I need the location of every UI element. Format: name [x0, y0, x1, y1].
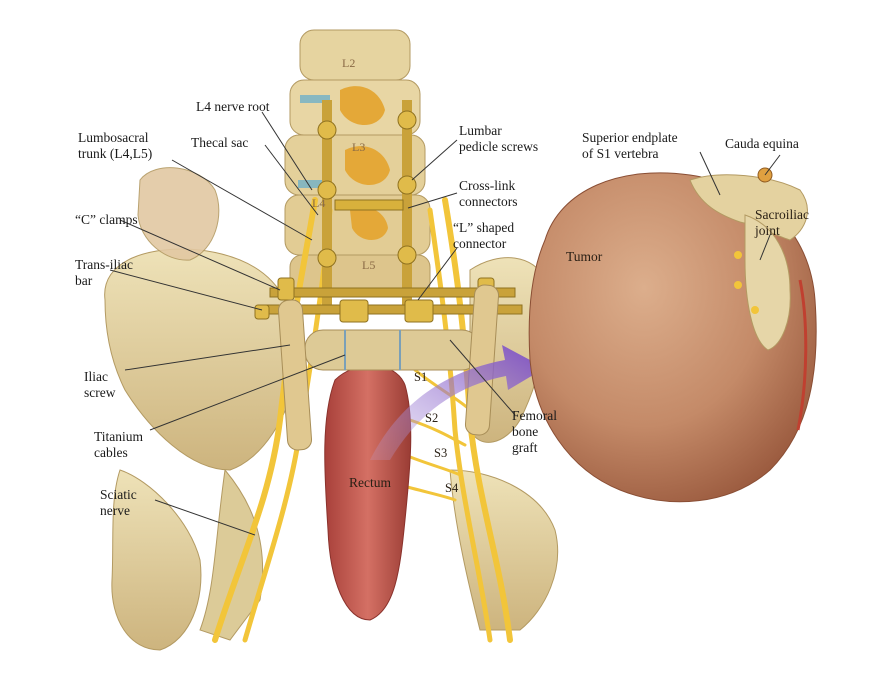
- l4-nerve-root-label: L4 nerve root: [196, 99, 270, 114]
- instrumentation: [254, 100, 523, 323]
- iliac-screw-label-line2: screw: [84, 385, 116, 400]
- rectum: [324, 365, 412, 621]
- lumbar-spine: [284, 29, 431, 296]
- s2-label: S2: [425, 411, 439, 425]
- lumbar-pedicle-screws-label-line2: pedicle screws: [459, 139, 539, 154]
- left-ilium: [104, 167, 301, 651]
- tumor-label: Tumor: [566, 249, 603, 264]
- femoral-bone-graft: [277, 284, 500, 451]
- sacroiliac-joint-label-line2: joint: [755, 223, 780, 238]
- leader-lines: [109, 111, 781, 536]
- femoral-bone-graft-label-line1: Femoral: [512, 408, 557, 423]
- tumor-specimen: [528, 167, 817, 503]
- sciatic-nerve-label-line1: Sciatic: [100, 487, 137, 502]
- s3-label: S3: [434, 446, 448, 460]
- l-shaped-connector-label-line2: connector: [453, 236, 507, 251]
- lumbar-pedicle-screws-label-line1: Lumbar: [459, 123, 502, 138]
- vertebra-l4-label: L4: [312, 196, 326, 210]
- sacroiliac-joint-label-line1: Sacroiliac: [755, 207, 809, 222]
- rectum-label: Rectum: [349, 475, 391, 490]
- cauda-equina-label: Cauda equina: [725, 136, 799, 151]
- superior-endplate-label-line1: Superior endplate: [582, 130, 678, 145]
- vertebra-l5-label: L5: [362, 258, 376, 272]
- cross-link-connectors-label-line2: connectors: [459, 194, 518, 209]
- titanium-cables-label-line1: Titanium: [94, 429, 144, 444]
- lumbosacral-trunk-label-line2: trunk (L4,L5): [78, 146, 153, 161]
- vertebra-l2-label: L2: [342, 56, 356, 70]
- s4-label: S4: [445, 481, 459, 495]
- removal-arrow: [370, 345, 545, 460]
- vertebra-l3-label: L3: [352, 140, 366, 154]
- iliac-screw-label-line1: Iliac: [84, 369, 108, 384]
- c-clamps-label: “C” clamps: [75, 212, 138, 227]
- femoral-bone-graft-label-line3: graft: [512, 440, 538, 455]
- sciatic-nerve-label-line2: nerve: [100, 503, 130, 518]
- lumbosacral-trunk-label-line1: Lumbosacral: [78, 130, 149, 145]
- femoral-bone-graft-label-line2: bone: [512, 424, 539, 439]
- superior-endplate-label-line2: of S1 vertebra: [582, 146, 659, 161]
- s1-label: S1: [414, 370, 428, 384]
- trans-iliac-bar-label-line1: Trans-iliac: [75, 257, 133, 272]
- cross-link-connectors-label-line1: Cross-link: [459, 178, 516, 193]
- titanium-cables-label-line2: cables: [94, 445, 128, 460]
- thecal-sac-label: Thecal sac: [191, 135, 249, 150]
- trans-iliac-bar-label-line2: bar: [75, 273, 93, 288]
- l-shaped-connector-label-line1: “L” shaped: [453, 220, 515, 235]
